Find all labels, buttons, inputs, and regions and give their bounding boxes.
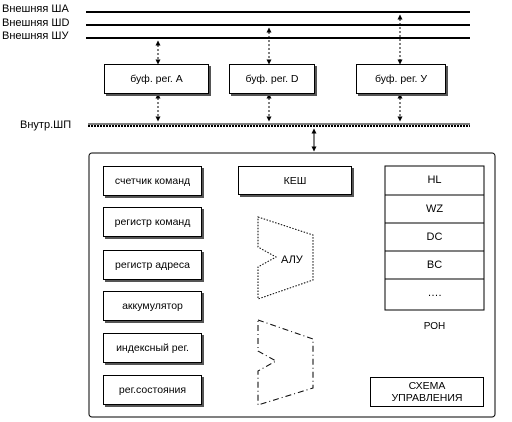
ron-register-wz: WZ	[425, 203, 444, 215]
ron-register-dc: DC	[426, 231, 443, 243]
alu-secondary-shape	[257, 319, 314, 406]
ron-register-bc: BC	[426, 259, 443, 271]
address-register-box: регистр адреса	[103, 250, 202, 280]
processor-block	[88, 152, 496, 418]
instruction-register-box: регистр команд	[103, 207, 202, 237]
buffer-register-u: буф. рег. У	[356, 64, 446, 94]
control-unit-line1: СХЕМА	[408, 380, 446, 392]
external-control-bus-label: Внешняя ШУ	[2, 30, 69, 42]
control-unit-line2: УПРАВЛЕНИЯ	[391, 392, 463, 404]
accumulator-box: аккумулятор	[103, 291, 202, 321]
control-unit-box: СХЕМА УПРАВЛЕНИЯ	[370, 377, 484, 407]
alu-label: АЛУ	[281, 254, 303, 266]
program-counter-box: счетчик команд	[103, 166, 202, 196]
ron-register-hl: HL	[427, 174, 442, 186]
index-register-box: индексный рег.	[103, 333, 202, 363]
ron-register-more: ….	[427, 287, 442, 299]
external-data-bus-label: Внешняя ШD	[2, 17, 70, 29]
ron-caption: РОН	[423, 321, 446, 332]
buffer-register-a: буф. рег. А	[104, 64, 209, 94]
status-register-box: рег.состояния	[103, 375, 202, 405]
internal-bus-label: Внутр.ШП	[20, 119, 72, 131]
alu-shape	[257, 216, 314, 300]
ron-stack	[384, 165, 485, 311]
cache-box: КЕШ	[238, 166, 352, 195]
buffer-register-d: буф. рег. D	[229, 64, 315, 94]
external-address-bus-label: Внешняя ША	[2, 3, 69, 15]
